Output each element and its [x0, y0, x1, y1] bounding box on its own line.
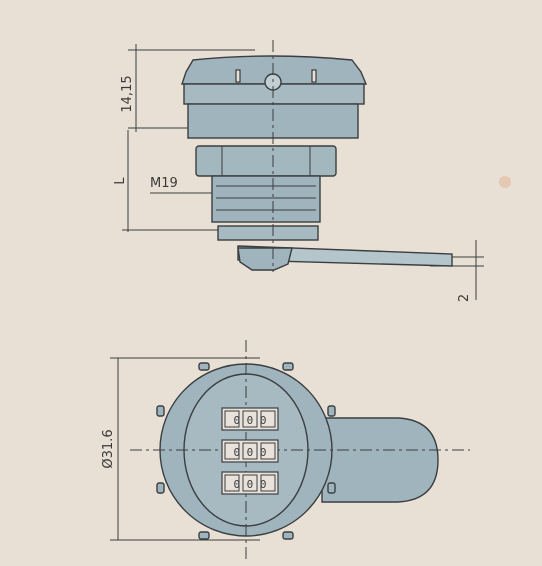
dial-row: 0 0 0 — [221, 471, 279, 495]
dial-row: 0 0 0 — [221, 439, 279, 463]
thread-marks — [216, 185, 316, 211]
thread-label: M19 — [150, 176, 178, 191]
dial-digits: 0 0 0 — [233, 478, 266, 491]
washer — [217, 225, 319, 241]
diameter-dimension — [110, 357, 260, 541]
head-slots — [235, 69, 317, 83]
screw-tip — [237, 247, 293, 271]
hex-nut — [195, 145, 337, 177]
dial-digits: 0 0 0 — [233, 446, 266, 459]
dial-row: 0 0 0 — [221, 407, 279, 431]
diameter-label: Ø31.6 — [101, 429, 116, 468]
dial-digits: 0 0 0 — [233, 414, 266, 427]
ring-bumps — [156, 362, 336, 540]
paper-stain — [499, 176, 511, 188]
cam-arm — [321, 417, 439, 503]
lock-head-cap — [181, 55, 368, 85]
combination-dials: 0 0 0 0 0 0 0 0 0 — [221, 407, 279, 495]
head-height-label: 14,15 — [120, 75, 135, 112]
side-view — [122, 40, 484, 300]
cam-thickness-label: 2 — [457, 294, 472, 302]
threaded-body — [211, 175, 321, 223]
length-label: L — [113, 177, 128, 185]
